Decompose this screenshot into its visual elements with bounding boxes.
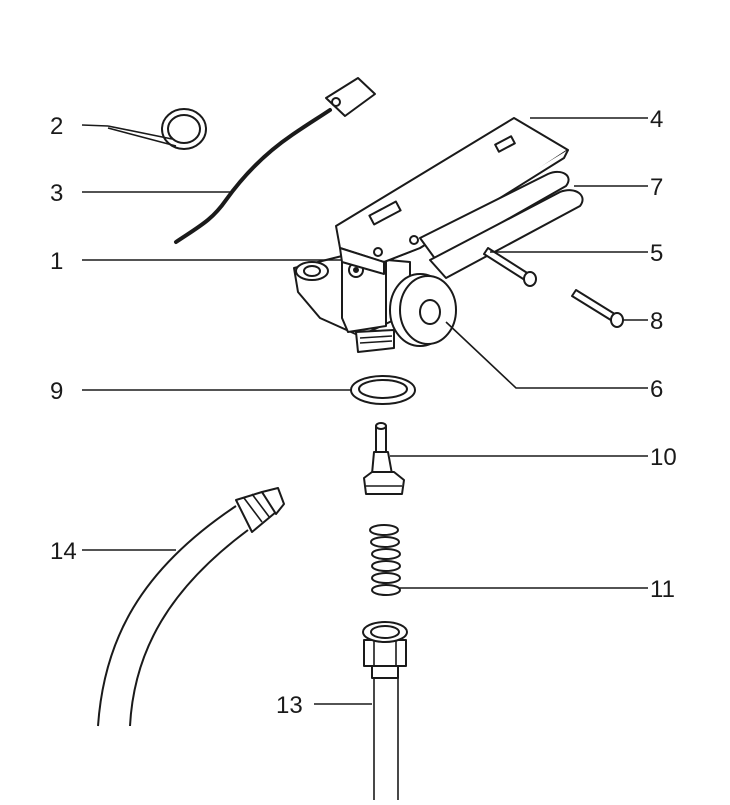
part-1-coupler-body [293,245,411,353]
leader-lines [81,117,648,705]
part-2-safety-pin [107,108,207,150]
callout-labels: 1 2 3 4 5 6 7 8 9 10 11 13 14 [50,106,677,719]
callout-7: 7 [650,174,663,201]
part-11-spring [369,524,401,596]
part-7-lower-arm [419,170,584,279]
callout-1: 1 [50,248,63,275]
part-10-valve-probe [363,422,405,495]
part-5-pin [483,247,537,287]
callout-13: 13 [276,692,303,719]
callout-5: 5 [650,240,663,267]
callout-6: 6 [650,376,663,403]
leader-2 [81,124,109,127]
callout-2: 2 [50,113,63,140]
callout-14: 14 [50,538,77,565]
part-8-pin [571,289,624,328]
callout-8: 8 [650,308,663,335]
callout-3: 3 [50,180,63,207]
part-9-o-ring [350,375,416,405]
callout-4: 4 [650,106,663,133]
part-6-handwheel [389,273,457,347]
callout-9: 9 [50,378,63,405]
part-13-tube [362,621,408,800]
part-14-hose [97,487,285,727]
callout-10: 10 [650,444,677,471]
callout-11: 11 [650,576,675,603]
leader-6 [445,321,648,389]
part-3-cable-tag [174,77,376,244]
